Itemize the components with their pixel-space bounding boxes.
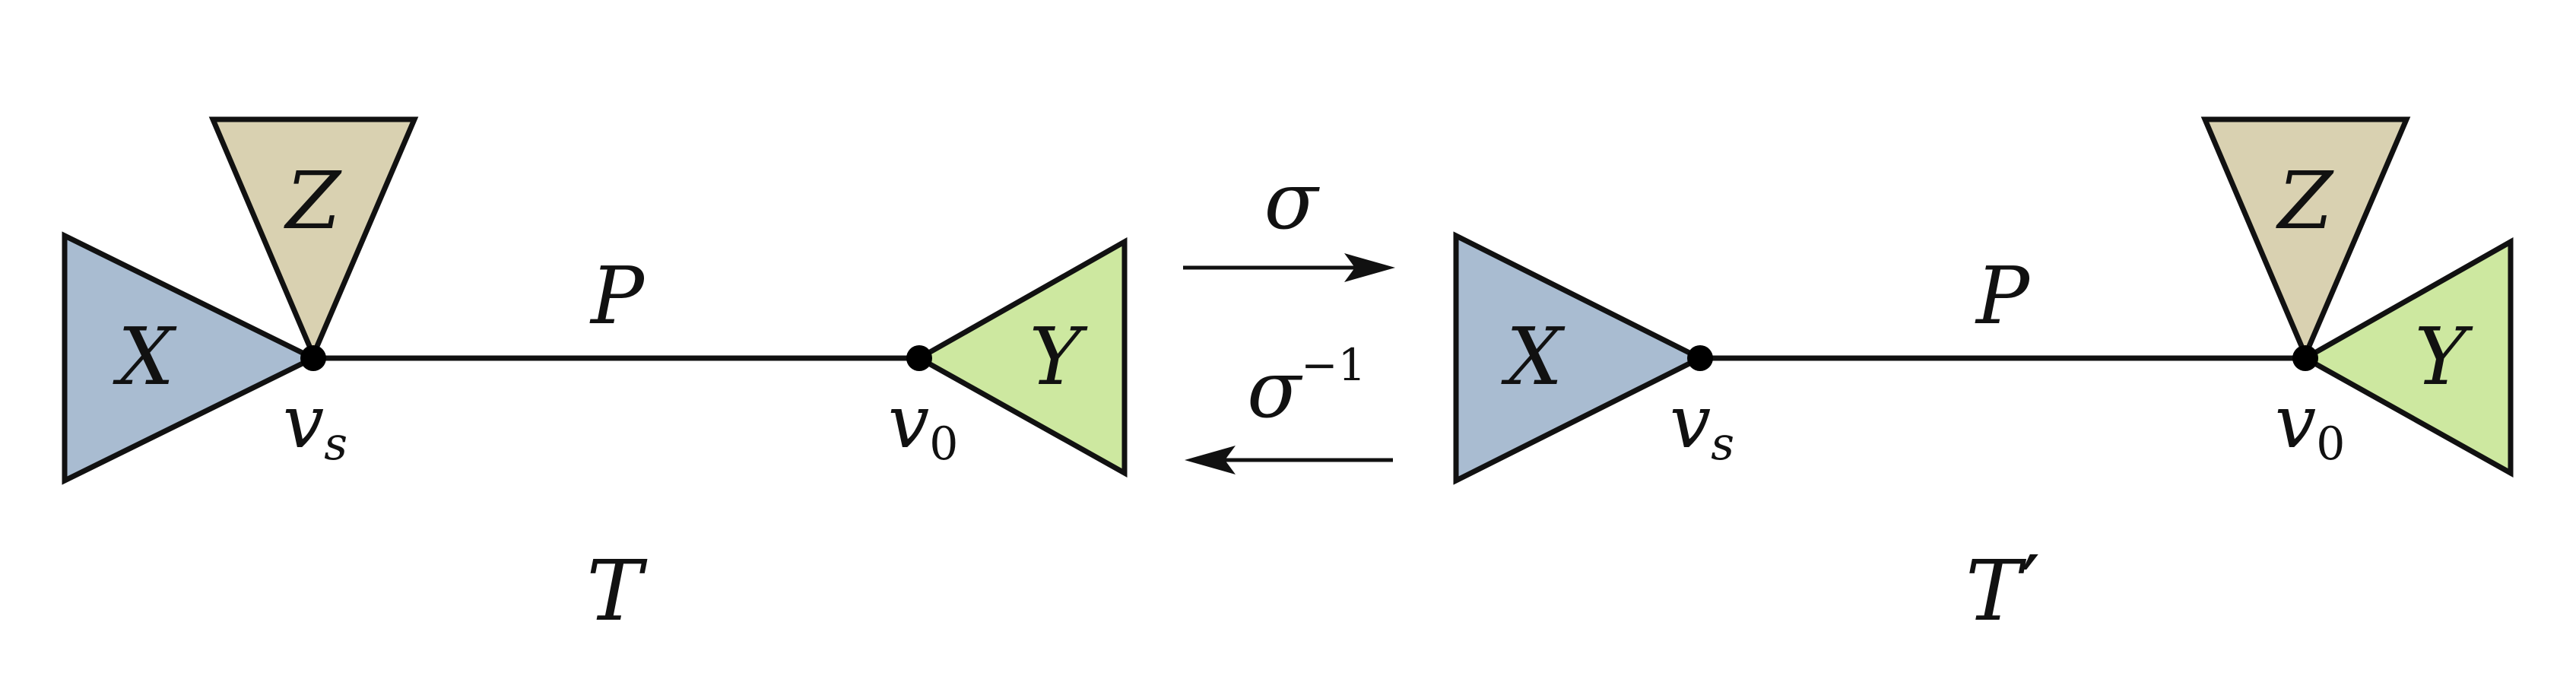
label-vs: vs bbox=[283, 379, 347, 471]
label-Y: Y bbox=[2415, 310, 2473, 403]
label-Z: Z bbox=[284, 154, 342, 247]
sigma-inverse-label: σ−1 bbox=[1247, 339, 1366, 436]
label-X: X bbox=[113, 310, 177, 403]
label-v0: v0 bbox=[2275, 379, 2345, 471]
subtree-Y-triangle bbox=[913, 236, 1128, 478]
node-v0 bbox=[906, 345, 932, 371]
subtree-Y-triangle bbox=[2299, 236, 2514, 478]
label-P: P bbox=[1975, 249, 2031, 342]
tree-label-T-prime: T′ bbox=[1965, 538, 2040, 639]
tree-T-prime: X Z Y P vs v0 T′ bbox=[1453, 116, 2514, 639]
label-X: X bbox=[1501, 310, 1566, 403]
sigma-label: σ bbox=[1264, 154, 1321, 247]
node-v0 bbox=[2292, 345, 2318, 371]
subtree-X-triangle bbox=[1453, 231, 1706, 485]
tree-label-T: T bbox=[586, 542, 648, 639]
node-vs bbox=[300, 345, 326, 371]
forward-arrow-head bbox=[1344, 253, 1395, 282]
subtree-X-triangle bbox=[62, 231, 319, 485]
subtree-Z-triangle bbox=[208, 116, 419, 362]
tree-T: X Z Y P vs v0 T bbox=[62, 116, 1128, 639]
label-Y: Y bbox=[1029, 310, 1088, 403]
label-v0: v0 bbox=[888, 379, 958, 471]
label-P: P bbox=[589, 249, 646, 342]
label-vs: vs bbox=[1670, 379, 1734, 471]
node-vs bbox=[1687, 345, 1713, 371]
subtree-Z-triangle bbox=[2200, 116, 2411, 362]
label-Z: Z bbox=[2276, 154, 2334, 247]
inverse-arrow-head bbox=[1185, 446, 1236, 474]
transformation-arrows: σ σ−1 bbox=[1183, 154, 1395, 474]
